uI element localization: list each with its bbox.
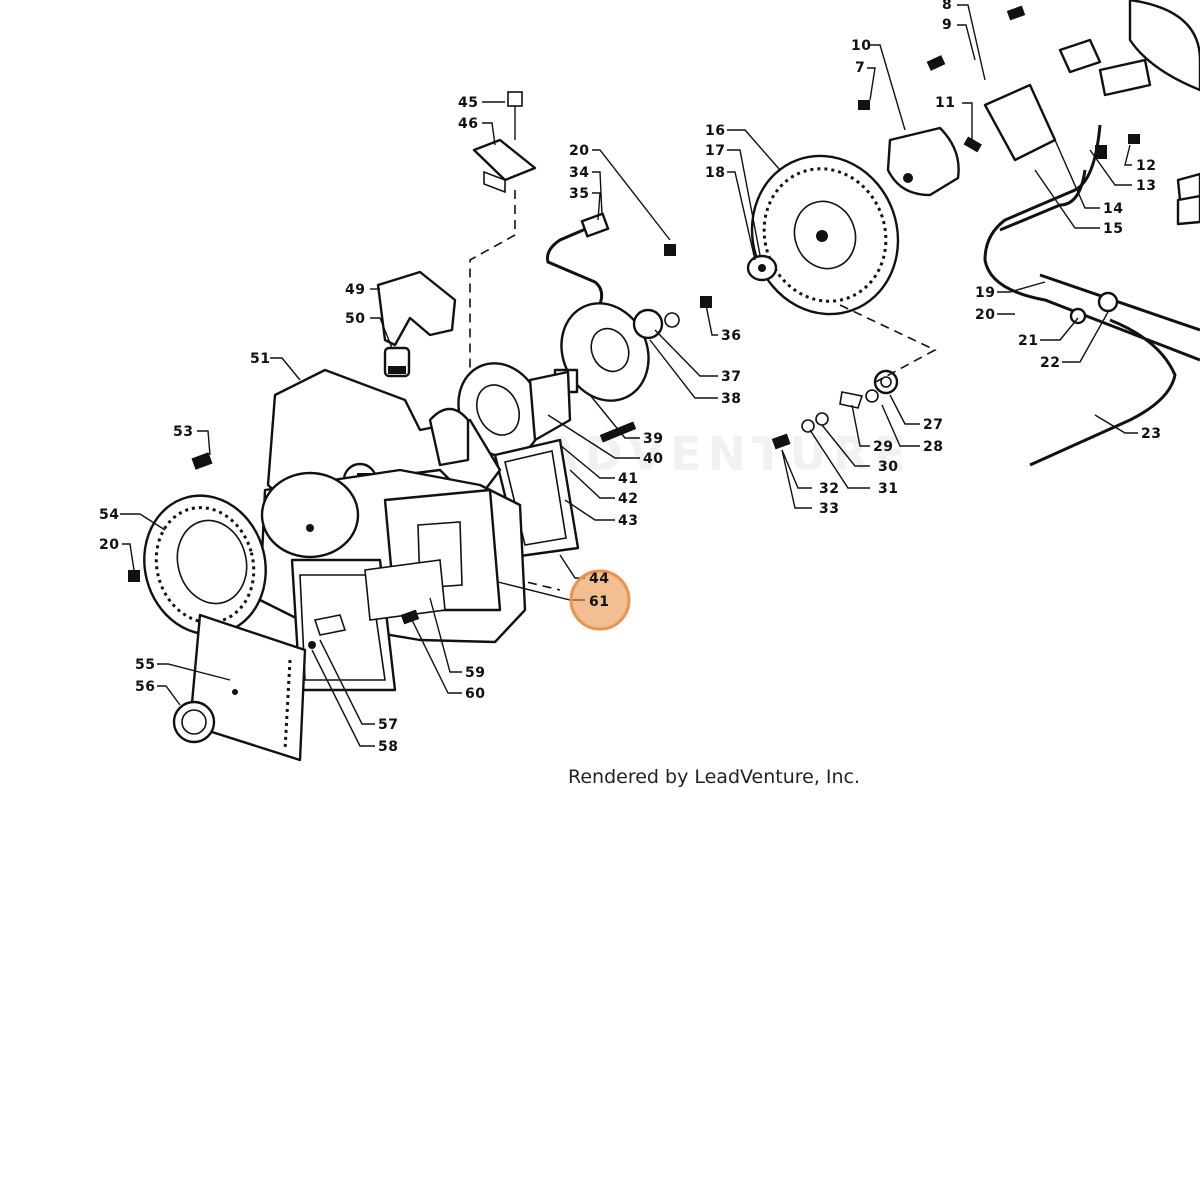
callout-20-right[interactable]: 20 [975,307,995,323]
callout-20-center[interactable]: 20 [569,143,589,159]
callout-42[interactable]: 42 [618,491,638,507]
callout-29[interactable]: 29 [873,439,893,455]
callout-33[interactable]: 33 [819,501,839,517]
callout-54[interactable]: 54 [99,507,119,523]
callout-21[interactable]: 21 [1018,333,1038,349]
filter-lid [188,613,307,762]
callout-35[interactable]: 35 [569,186,589,202]
assembly-guide [469,190,516,385]
callout-49[interactable]: 49 [345,282,365,298]
callout-53[interactable]: 53 [173,424,193,440]
callout-40[interactable]: 40 [643,451,663,467]
callout-36[interactable]: 36 [721,328,741,344]
callout-10[interactable]: 10 [851,38,871,54]
callout-12[interactable]: 12 [1136,158,1156,174]
assembly-guide [839,304,937,386]
callout-16[interactable]: 16 [705,123,725,139]
bracket [472,138,537,182]
callout-11[interactable]: 11 [935,95,955,111]
callout-13[interactable]: 13 [1136,178,1156,194]
callout-56[interactable]: 56 [135,679,155,695]
ignition-coil [886,126,960,197]
callout-28[interactable]: 28 [923,439,943,455]
callout-8[interactable]: 8 [942,0,952,13]
callout-37[interactable]: 37 [721,369,741,385]
callout-31[interactable]: 31 [878,481,898,497]
callout-20-left[interactable]: 20 [99,537,119,553]
callout-34[interactable]: 34 [569,165,589,181]
highlight-marker[interactable] [569,569,631,631]
callout-41[interactable]: 41 [618,471,638,487]
callout-46[interactable]: 46 [458,116,478,132]
callout-59[interactable]: 59 [465,665,485,681]
callout-22[interactable]: 22 [1040,355,1060,371]
callout-23[interactable]: 23 [1141,426,1161,442]
flywheel [750,154,900,316]
ignition-module [983,83,1057,162]
callout-57[interactable]: 57 [378,717,398,733]
callout-51[interactable]: 51 [250,351,270,367]
callout-17[interactable]: 17 [705,143,725,159]
callout-14[interactable]: 14 [1103,201,1123,217]
callout-60[interactable]: 60 [465,686,485,702]
callout-50[interactable]: 50 [345,311,365,327]
callout-45[interactable]: 45 [458,95,478,111]
callout-18[interactable]: 18 [705,165,725,181]
callout-61[interactable]: 61 [589,594,609,610]
callout-19[interactable]: 19 [975,285,995,301]
callout-58[interactable]: 58 [378,739,398,755]
callout-55[interactable]: 55 [135,657,155,673]
callout-labels: 8 9 10 7 11 12 13 14 15 16 17 18 19 20 2… [99,0,1161,755]
callout-9[interactable]: 9 [942,17,952,33]
callout-39[interactable]: 39 [643,431,663,447]
callout-27[interactable]: 27 [923,417,943,433]
starter-handle [376,270,457,347]
callout-30[interactable]: 30 [878,459,898,475]
callout-44[interactable]: 44 [589,571,609,587]
callout-15[interactable]: 15 [1103,221,1123,237]
ignition-assembly [664,0,1200,467]
callout-7[interactable]: 7 [855,60,865,76]
housing-assembly [128,270,527,762]
callout-32[interactable]: 32 [819,481,839,497]
callout-43[interactable]: 43 [618,513,638,529]
callout-38[interactable]: 38 [721,391,741,407]
render-credit: Rendered by LeadVenture, Inc. [568,766,860,788]
